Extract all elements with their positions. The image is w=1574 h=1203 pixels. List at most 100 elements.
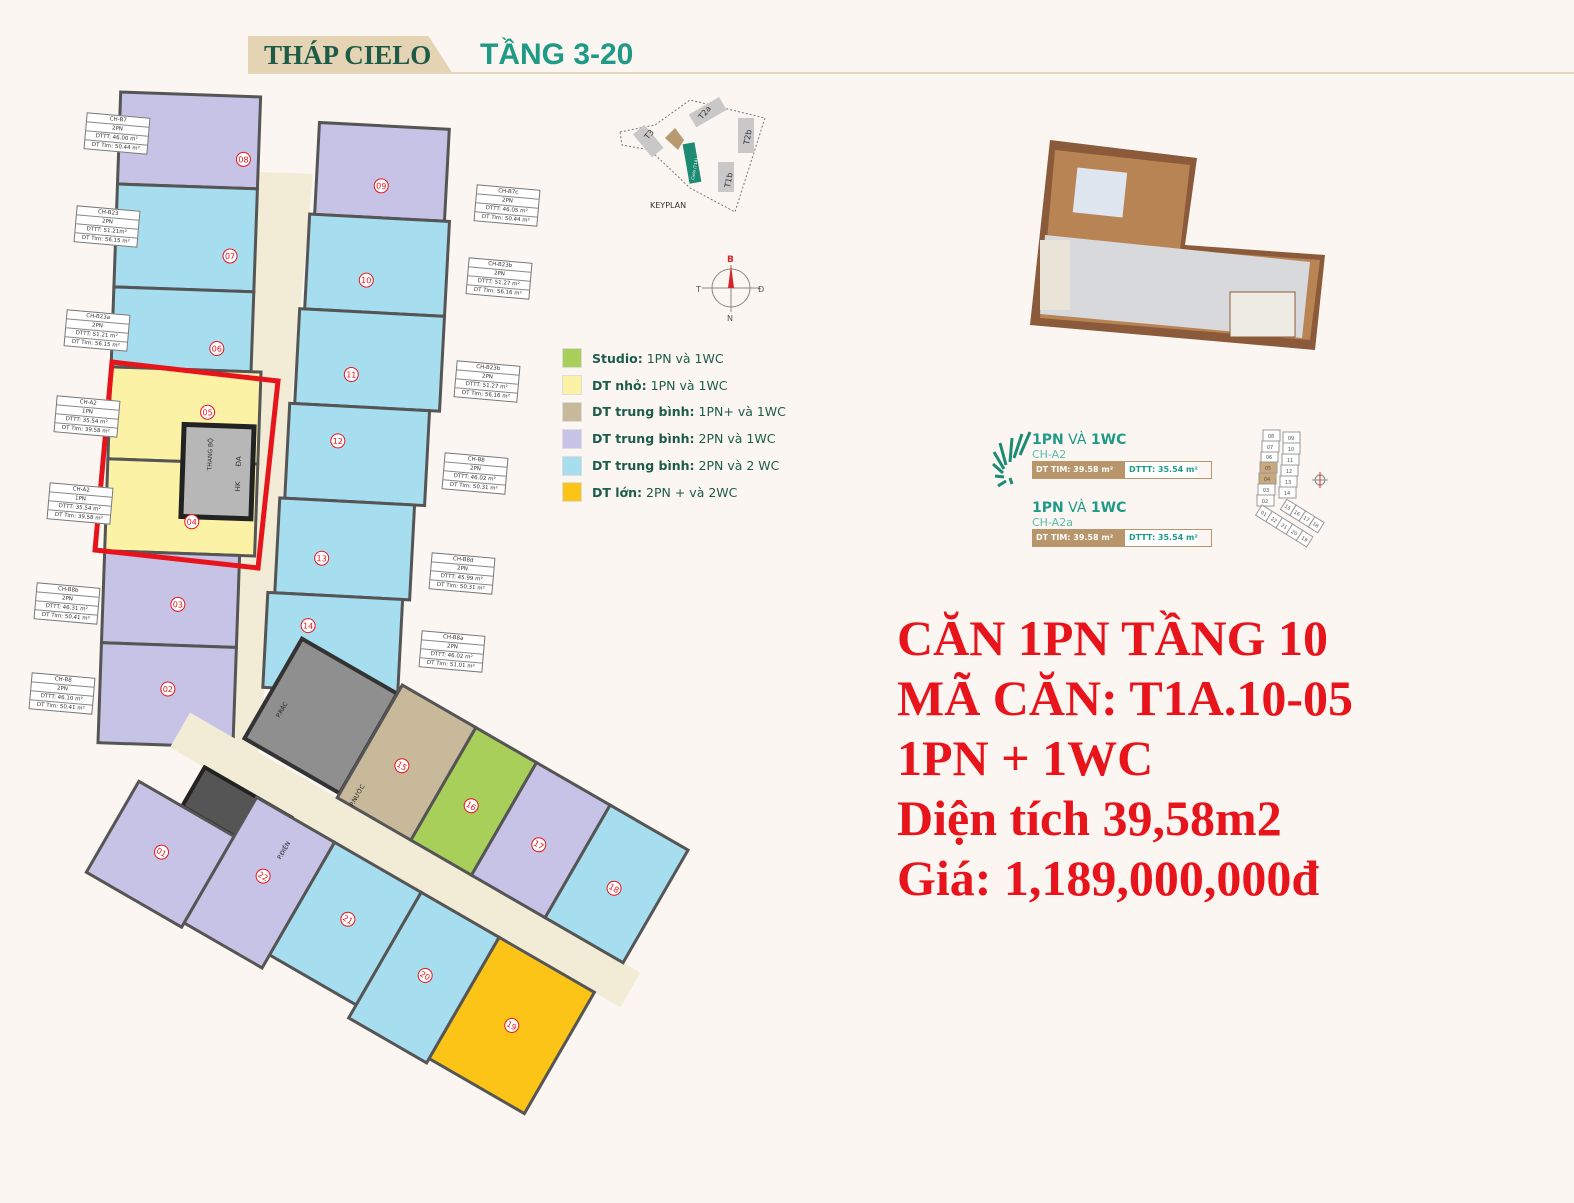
cielo-logo-icon: [991, 431, 1032, 488]
svg-text:N: N: [727, 314, 733, 323]
svg-text:10: 10: [1288, 447, 1294, 453]
unit-10[interactable]: [303, 212, 452, 318]
unit-number: 21: [341, 913, 354, 926]
unit-number: 06: [212, 344, 222, 353]
svg-text:19: 19: [1300, 535, 1309, 543]
unit-number: 22: [256, 870, 269, 883]
legend-item-medium-2pn-2wc: DT trung bình:2PN và 2 WC: [562, 452, 786, 479]
unit-number: 14: [303, 621, 314, 631]
svg-text:17: 17: [1302, 515, 1311, 523]
unit-number: 01: [155, 846, 168, 859]
unit-number: 09: [376, 182, 387, 192]
svg-text:04: 04: [1264, 477, 1270, 483]
legend-item-medium-2pn-1wc: DT trung bình:2PN và 1WC: [562, 425, 786, 452]
svg-text:01: 01: [1259, 510, 1268, 518]
highlight-unit-area: Diện tích 39,58m2: [897, 790, 1282, 846]
compass-icon: B T Đ N: [695, 255, 764, 323]
unit-number: 11: [346, 370, 357, 380]
unit-number: 08: [238, 155, 248, 164]
unit-number: 07: [225, 252, 235, 261]
keyplan: T3 T2a T2b T1b Cielo (T1A) KEYPLAN: [619, 96, 766, 213]
unit-number: 13: [316, 554, 327, 564]
unit-number: 18: [607, 882, 620, 895]
svg-text:13: 13: [1285, 480, 1291, 486]
floor-range: TẦNG 3-20: [480, 38, 634, 71]
svg-text:08: 08: [1268, 434, 1274, 440]
unit-06[interactable]: [109, 285, 256, 374]
unit-number: 17: [532, 839, 545, 852]
unit-3d-render: [1030, 140, 1325, 350]
legend-item-large: DT lớn:2PN + và 2WC: [562, 479, 786, 506]
svg-text:11: 11: [1287, 458, 1293, 464]
unit-number: 04: [186, 518, 196, 527]
left-column: 08 07 06 05 04 03 02 THANG BỘ HK ĐA: [96, 90, 313, 763]
svg-text:12: 12: [1286, 469, 1292, 475]
legend-item-medium-1pn: DT trung bình:1PN+ và 1WC: [562, 399, 786, 426]
svg-text:14: 14: [1284, 491, 1290, 497]
wing-corridor: [170, 712, 641, 1008]
svg-text:18: 18: [1311, 521, 1320, 529]
unit-09[interactable]: [313, 120, 451, 223]
keyplan-t2b: T2b: [742, 129, 754, 146]
unit-number: 10: [361, 276, 372, 286]
unit-13[interactable]: [273, 496, 417, 602]
da-label: ĐA: [235, 456, 243, 467]
stair-core: [178, 421, 257, 522]
header-band: [248, 36, 453, 74]
unit-number: 05: [202, 408, 212, 417]
highlight-unit-price: Giá: 1,189,000,000đ: [897, 850, 1320, 906]
stair-label: THANG BỘ: [207, 438, 215, 472]
unit-number: 12: [332, 437, 343, 447]
south-wing: 15 16 17 18 01 22 21 20 19 P.RÁC P.ĐIỆN …: [84, 636, 691, 1116]
unit-number: 19: [505, 1019, 518, 1032]
svg-text:T: T: [695, 285, 701, 294]
tower-title: THÁP CIELO: [264, 40, 432, 70]
svg-text:06: 06: [1266, 455, 1272, 461]
legend-item-studio: Studio:1PN và 1WC: [562, 345, 786, 372]
keyplan-cielo: Cielo (T1A): [690, 157, 699, 180]
unit-12[interactable]: [283, 401, 432, 508]
highlight-unit-type: 1PN + 1WC: [897, 730, 1154, 786]
corridor: [219, 171, 313, 763]
svg-text:05: 05: [1265, 466, 1271, 472]
svg-text:09: 09: [1288, 436, 1294, 442]
svg-text:15: 15: [1283, 504, 1292, 512]
svg-text:03: 03: [1263, 488, 1269, 494]
mini-compass-icon: [1312, 472, 1328, 488]
svg-text:B: B: [727, 255, 734, 265]
svg-text:Đ: Đ: [758, 285, 764, 294]
highlight-unit-title: CĂN 1PN TẦNG 10: [897, 610, 1329, 666]
unit-11[interactable]: [293, 307, 447, 413]
unit-number: 15: [395, 760, 408, 773]
unit-number: 02: [163, 685, 173, 694]
header-divider: [248, 72, 1574, 74]
right-column: 09 10 11 12 13 14: [261, 120, 452, 696]
unit-number: 20: [418, 969, 431, 982]
svg-text:22: 22: [1269, 516, 1278, 524]
svg-text:07: 07: [1267, 445, 1273, 451]
keyplan-label: KEYPLAN: [650, 201, 686, 210]
svg-text:20: 20: [1290, 529, 1299, 537]
svg-text:02: 02: [1262, 499, 1268, 505]
legend: Studio:1PN và 1WC DT nhỏ:1PN và 1WC DT t…: [562, 345, 786, 506]
svg-text:16: 16: [1292, 509, 1301, 517]
legend-item-small: DT nhỏ:1PN và 1WC: [562, 372, 786, 399]
svg-text:21: 21: [1279, 523, 1288, 531]
